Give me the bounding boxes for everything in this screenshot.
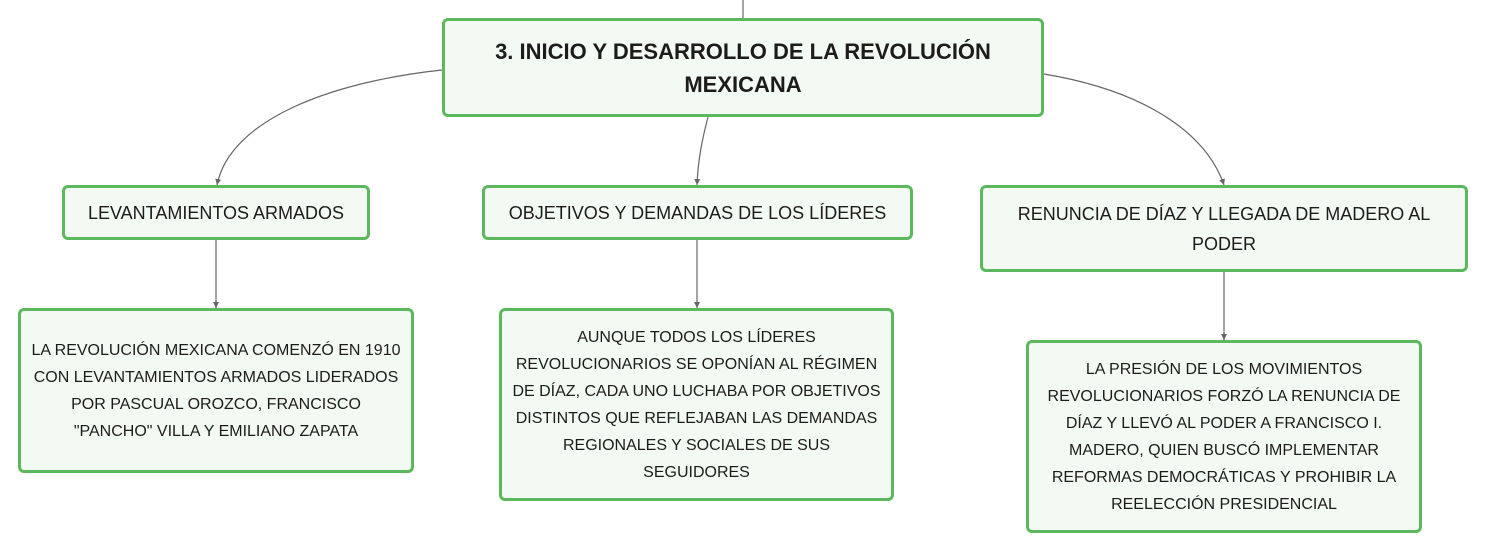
topic-renuncia-de-diaz[interactable]: RENUNCIA DE DÍAZ Y LLEGADA DE MADERO AL … [980, 185, 1468, 272]
subtopic-levantamientos-detail[interactable]: LA REVOLUCIÓN MEXICANA COMENZÓ EN 1910 C… [18, 308, 414, 473]
topic-label: LEVANTAMIENTOS ARMADOS [87, 202, 345, 223]
subtopic-renuncia-detail[interactable]: LA PRESIÓN DE LOS MOVIMIENTOS REVOLUCION… [1026, 340, 1422, 533]
subtopic-text: AUNQUE TODOS LOS LÍDERES REVOLUCIONARIOS… [512, 328, 881, 481]
connector-root-to-renuncia [1043, 73, 1225, 186]
subtopic-objetivos-detail[interactable]: AUNQUE TODOS LOS LÍDERES REVOLUCIONARIOS… [499, 308, 894, 501]
subtopic-text: LA REVOLUCIÓN MEXICANA COMENZÓ EN 1910 C… [31, 341, 401, 440]
topic-label: OBJETIVOS Y DEMANDAS DE LOS LÍDERES [508, 202, 887, 223]
connector-root-to-objetivos [694, 116, 709, 186]
topic-objetivos-y-demandas[interactable]: OBJETIVOS Y DEMANDAS DE LOS LÍDERES [482, 185, 913, 240]
topic-levantamientos-armados[interactable]: LEVANTAMIENTOS ARMADOS [62, 185, 370, 240]
connector-root-to-levantamientos [215, 69, 443, 186]
root-topic-node[interactable]: 3. INICIO Y DESARROLLO DE LA REVOLUCIÓN … [442, 18, 1044, 117]
topic-label: RENUNCIA DE DÍAZ Y LLEGADA DE MADERO AL … [1017, 203, 1431, 254]
subtopic-text: LA PRESIÓN DE LOS MOVIMIENTOS REVOLUCION… [1047, 360, 1401, 513]
root-topic-label: 3. INICIO Y DESARROLLO DE LA REVOLUCIÓN … [495, 38, 991, 97]
